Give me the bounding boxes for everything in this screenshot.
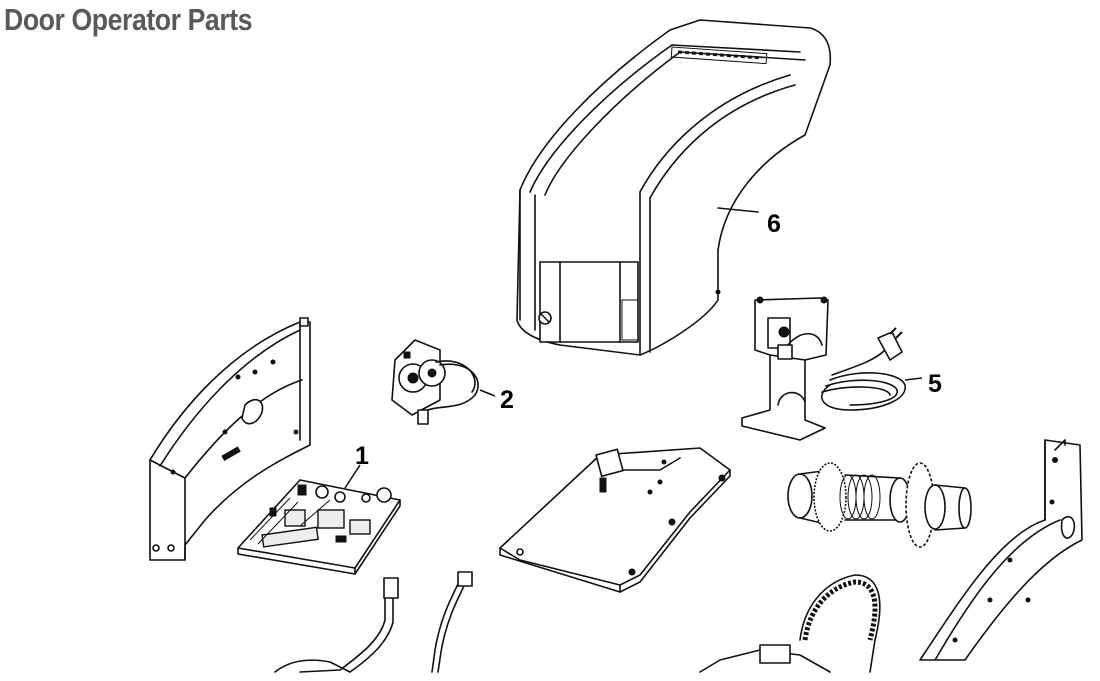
- transformer-part: [741, 296, 923, 441]
- callout-5: 5: [928, 370, 942, 398]
- drive-sprocket: [787, 462, 972, 548]
- cover-vent-slots: [677, 50, 763, 60]
- cover-part: [516, 19, 832, 356]
- right-side-frame: [919, 439, 1083, 661]
- left-side-frame: [149, 317, 311, 561]
- logic-board-part: [237, 464, 401, 575]
- page-title: Door Operator Parts: [4, 2, 253, 37]
- callout-6: 6: [767, 210, 781, 238]
- mounting-plate: [499, 447, 731, 593]
- callout-2: 2: [500, 386, 514, 414]
- limit-switch-part: [391, 339, 496, 425]
- drive-spring: [839, 474, 881, 520]
- callout-1: 1: [355, 442, 369, 470]
- bottom-parts: [274, 571, 881, 673]
